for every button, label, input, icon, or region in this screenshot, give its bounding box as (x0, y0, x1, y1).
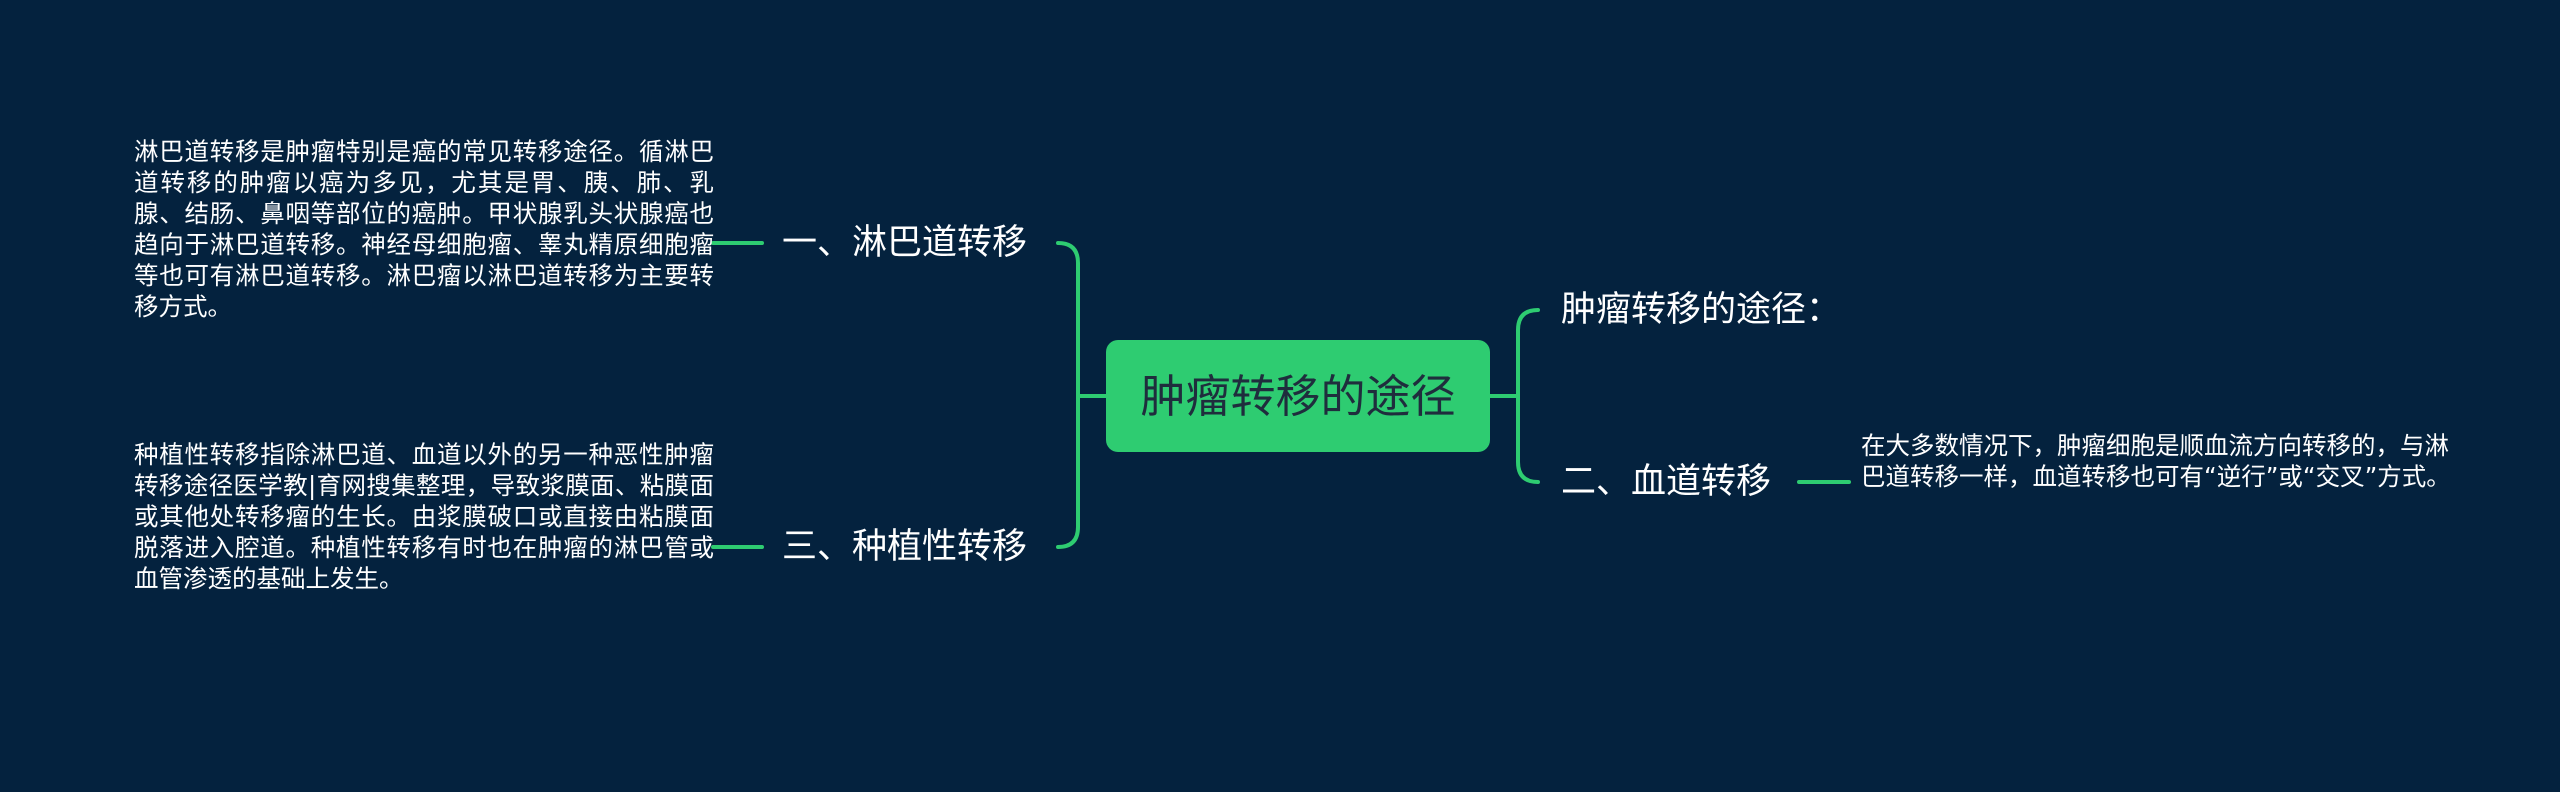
branch-lymphatic-metastasis[interactable]: 一、淋巴道转移 (782, 226, 1027, 261)
branch-blood-metastasis[interactable]: 二、血道转移 (1561, 465, 1771, 500)
central-topic[interactable]: 肿瘤转移的途径 (1106, 340, 1490, 452)
connector-right-spine (1516, 308, 1540, 484)
connector-left-spine (1056, 241, 1080, 549)
detail-implantation-text: 种植性转移指除淋巴道、血道以外的另一种恶性肿瘤转移途径医学教|育网搜集整理，导致… (134, 440, 714, 593)
detail-blood-metastasis: 在大多数情况下，肿瘤细胞是顺血流方向转移的，与淋巴道转移一样，血道转移也可有“逆… (1861, 430, 2451, 492)
detail-lymphatic-text: 淋巴道转移是肿瘤特别是癌的常见转移途径。循淋巴道转移的肿瘤以癌为多见，尤其是胃、… (134, 137, 714, 321)
detail-implantation-metastasis: 种植性转移指除淋巴道、血道以外的另一种恶性肿瘤转移途径医学教|育网搜集整理，导致… (134, 439, 714, 594)
detail-blood-text: 在大多数情况下，肿瘤细胞是顺血流方向转移的，与淋巴道转移一样，血道转移也可有“逆… (1861, 431, 2451, 491)
branch-implantation-label: 三、种植性转移 (782, 527, 1028, 567)
branch-lymphatic-label: 一、淋巴道转移 (782, 223, 1028, 263)
branch-implantation-metastasis[interactable]: 三、种植性转移 (782, 530, 1027, 565)
branch-metastasis-routes[interactable]: 肿瘤转移的途径： (1561, 293, 1841, 328)
detail-lymphatic-metastasis: 淋巴道转移是肿瘤特别是癌的常见转移途径。循淋巴道转移的肿瘤以癌为多见，尤其是胃、… (134, 136, 714, 322)
central-topic-label: 肿瘤转移的途径 (1140, 369, 1456, 423)
branch-blood-label: 二、血道转移 (1561, 462, 1772, 502)
branch-routes-label: 肿瘤转移的途径： (1561, 290, 1842, 330)
